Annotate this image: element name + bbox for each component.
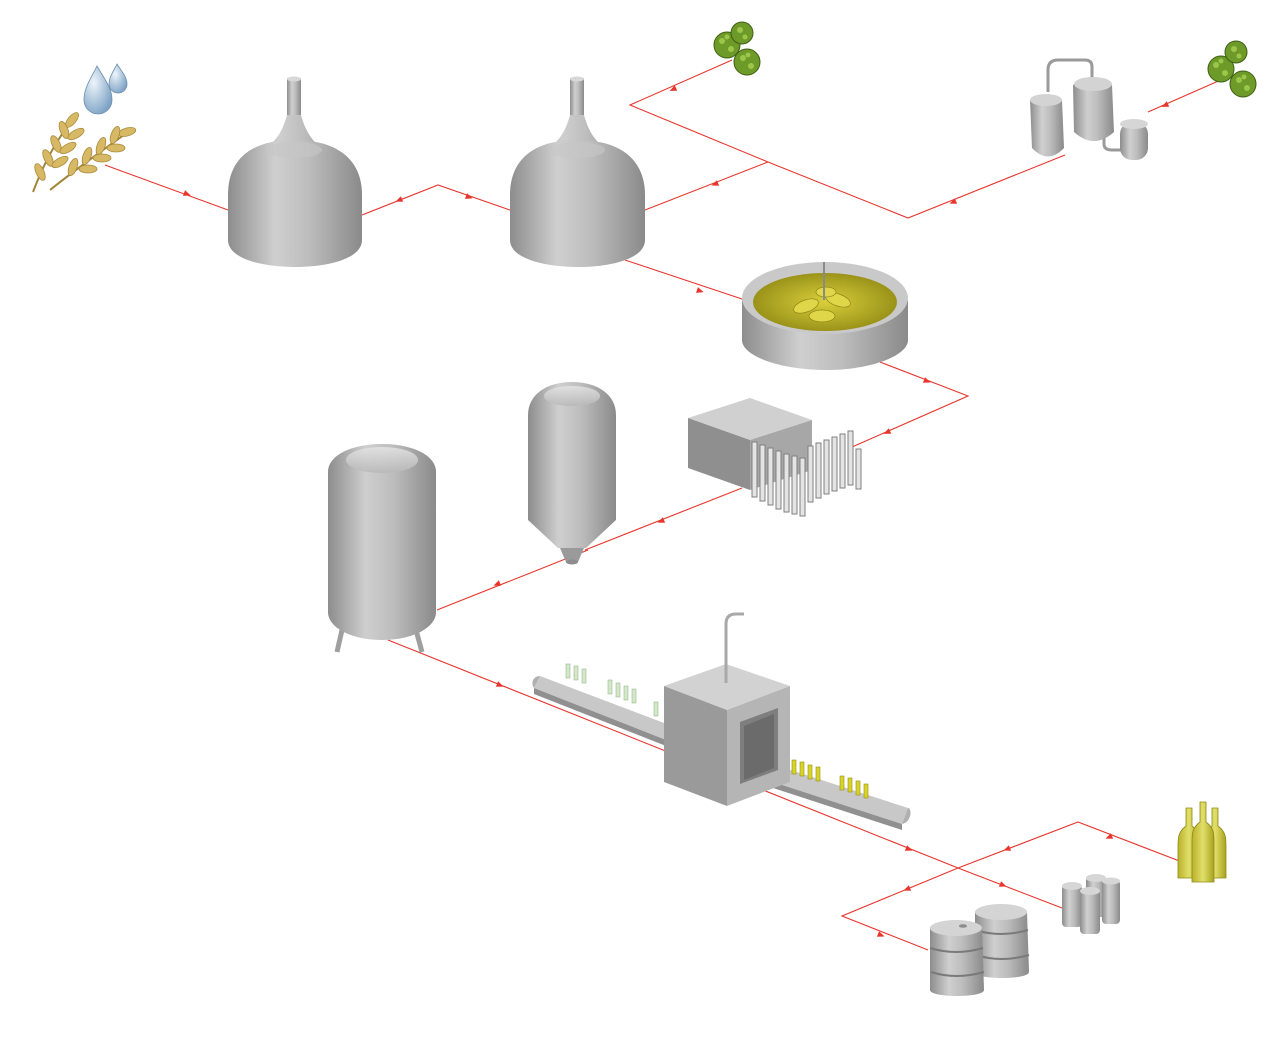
hops-icon: [1207, 40, 1257, 98]
flow-line: [851, 361, 970, 448]
flow-line: [624, 259, 746, 301]
flow-arrow: [182, 190, 191, 196]
whirlpool-icon: [742, 262, 908, 370]
extractor-icon: [1030, 58, 1148, 160]
flow-line: [104, 164, 229, 211]
hops-icon: [713, 21, 761, 76]
flow-line: [644, 161, 769, 211]
lauter-tun: [510, 76, 645, 267]
heat-exchanger-icon: [688, 398, 862, 517]
flow-arrowheads: [182, 85, 1170, 937]
flow-arrow: [464, 193, 473, 199]
flow-arrow: [1003, 845, 1012, 851]
filler-icon: [532, 612, 911, 830]
flow-arrow: [669, 85, 678, 91]
flow-line: [361, 184, 511, 216]
flow-line: [436, 549, 589, 611]
storage-tank-icon: [328, 444, 436, 653]
flow-arrow: [1105, 833, 1114, 839]
kegs-icon: [929, 904, 1030, 996]
flow-arrow: [922, 377, 931, 383]
flow-arrow: [998, 881, 1007, 887]
flow-arrow: [949, 198, 958, 204]
flow-arrow: [495, 681, 504, 687]
conical-tank-icon: [528, 382, 616, 565]
flow-arrow: [876, 931, 885, 937]
bottles-icon: [1177, 801, 1227, 883]
flow-arrow: [904, 845, 913, 851]
flow-arrow: [1161, 101, 1170, 107]
flow-arrow: [903, 885, 912, 891]
flow-arrow: [657, 517, 666, 523]
flow-arrow: [493, 580, 502, 586]
flow-arrow: [883, 428, 892, 434]
flow-arrow: [711, 180, 720, 186]
cans-icon: [1062, 874, 1120, 934]
flow-arrow: [696, 287, 704, 293]
flow-line: [957, 867, 1063, 909]
flow-line: [957, 821, 1183, 869]
flow-line: [628, 59, 1066, 219]
flow-arrow: [395, 196, 404, 202]
flow-lines: [104, 59, 1233, 951]
mash-tun: [228, 76, 362, 267]
grain-water-icon: [32, 63, 137, 193]
flow-line: [840, 867, 959, 951]
